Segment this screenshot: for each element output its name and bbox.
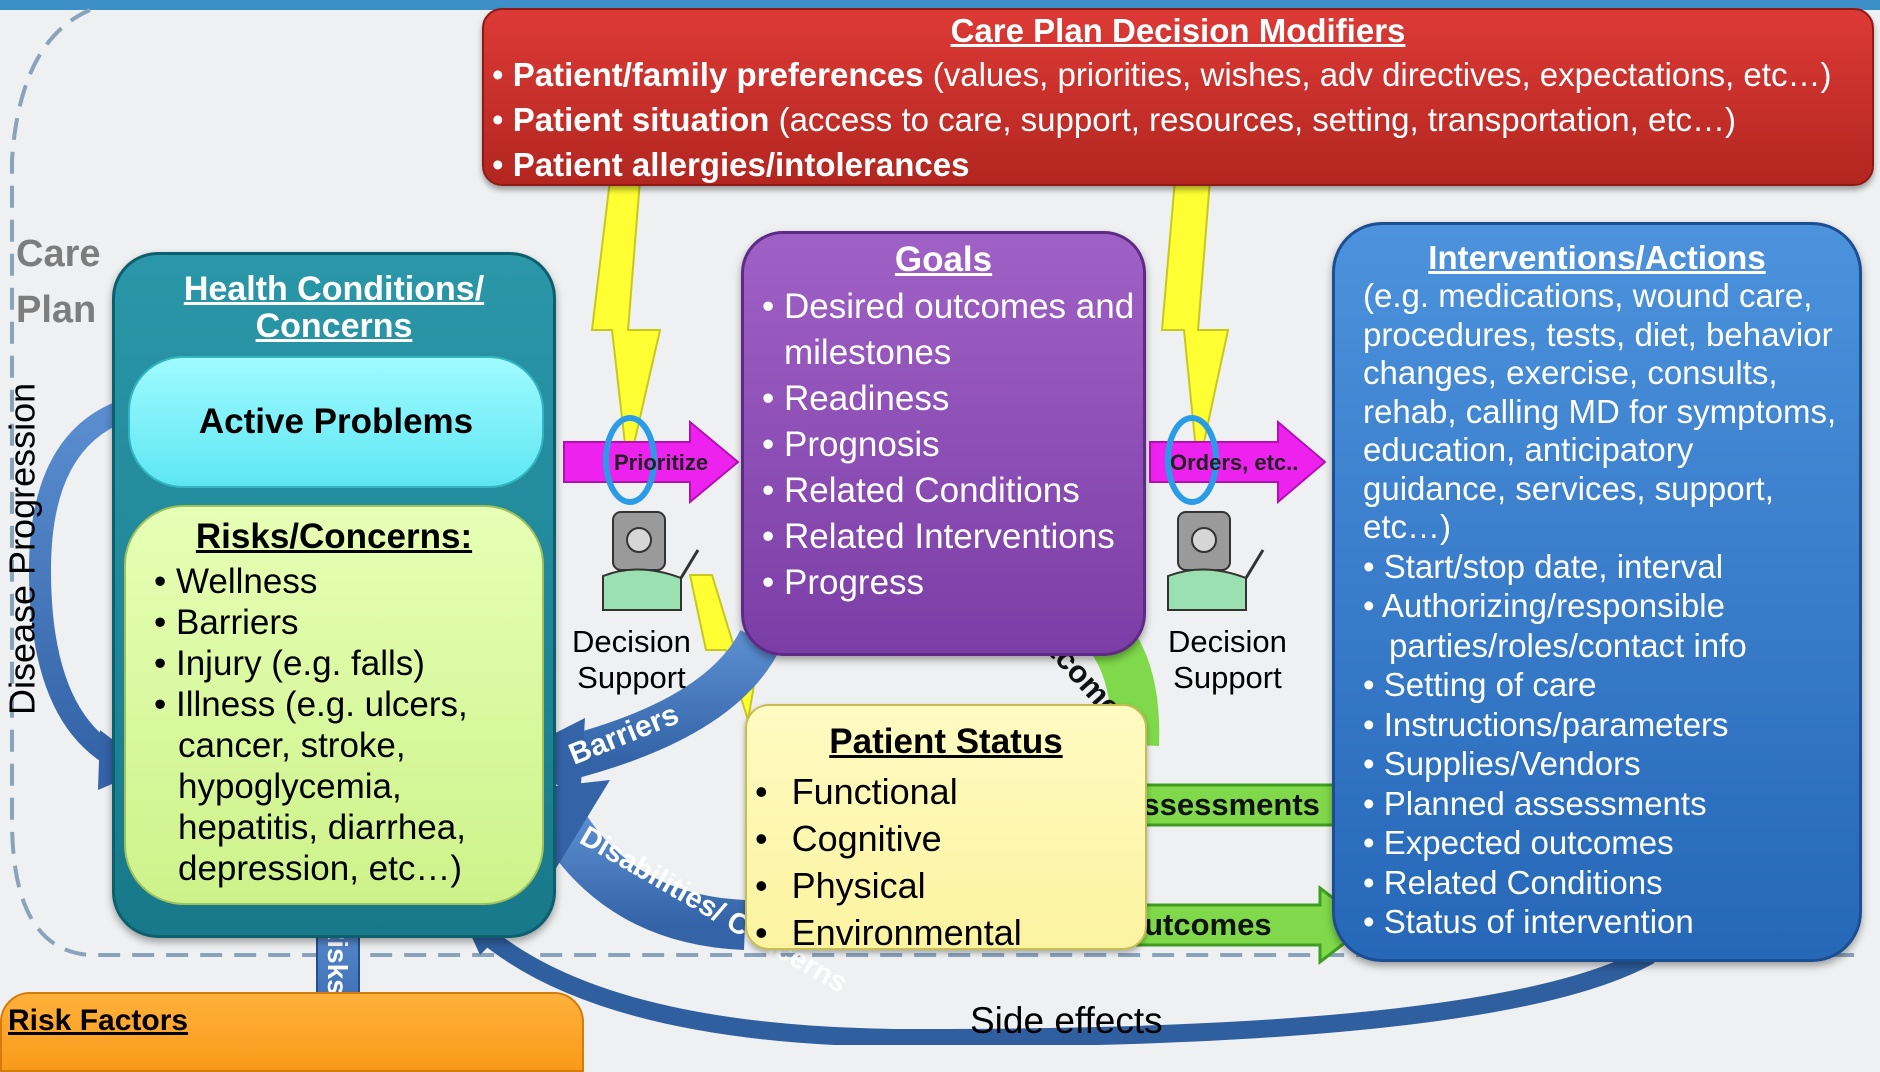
decision-support-figure-right (1167, 511, 1265, 611)
list-item: Supplies/Vendors (1363, 744, 1859, 784)
list-item: Instructions/parameters (1363, 705, 1859, 745)
care-plan-label: Care Plan (16, 233, 101, 331)
list-item: Readiness (762, 376, 1143, 422)
barriers-arrow (554, 629, 780, 782)
active-problems-label: Active Problems (198, 402, 474, 441)
list-item: Related Interventions (762, 514, 1143, 560)
list-item: Progress (762, 560, 1143, 606)
prioritize-label: Prioritize (614, 450, 708, 475)
list-item: Injury (e.g. falls) (154, 643, 542, 684)
health-conditions-title: Health Conditions/ Concerns (183, 270, 485, 345)
assessments-label: Assessments (1120, 787, 1320, 822)
list-item: Barriers (154, 602, 542, 643)
side-effects-arrow (474, 923, 1655, 1045)
interventions-box: Interventions/Actions (e.g. medications,… (1332, 222, 1862, 962)
interventions-list: Start/stop date, interval Authorizing/re… (1335, 547, 1859, 942)
active-problems-box: Active Problems (128, 356, 544, 488)
modifier-item: Patient allergies/intolerances (492, 142, 1872, 187)
prioritize-ring (603, 415, 657, 505)
goals-box: Goals Desired outcomes and milestones Re… (741, 231, 1146, 656)
list-item: Expected outcomes (1363, 823, 1859, 863)
interventions-description: (e.g. medications, wound care, procedure… (1363, 277, 1837, 545)
patient-status-list: Functional Cognitive Physical Environmen… (747, 768, 1145, 956)
decision-modifiers-box: Care Plan Decision Modifiers Patient/fam… (482, 8, 1874, 186)
risks-concerns-box: Risks/Concerns: Wellness Barriers Injury… (124, 505, 544, 905)
decision-modifiers-list: Patient/family preferences (values, prio… (484, 52, 1872, 187)
list-item: Desired outcomes and milestones (762, 284, 1143, 376)
list-item: Wellness (154, 561, 542, 602)
modifier-item: Patient situation (access to care, suppo… (492, 97, 1872, 142)
care-plan-boundary (10, 8, 1860, 957)
list-item: Authorizing/responsible parties/roles/co… (1363, 586, 1859, 665)
risk-factors-box: Risk Factors (0, 992, 584, 1072)
modifier-lightning-left (590, 179, 662, 471)
disease-progression-label: Disease Progression (1, 382, 43, 715)
list-item: Functional (755, 768, 1145, 815)
patient-status-box: Patient Status Functional Cognitive Phys… (745, 704, 1147, 953)
list-item: Illness (e.g. ulcers, cancer, stroke, hy… (154, 684, 542, 889)
list-item: Physical (755, 862, 1145, 909)
list-item: Environmental (755, 909, 1145, 956)
side-effects-label: Side effects (970, 1000, 1163, 1041)
orders-ring (1165, 415, 1219, 505)
orders-label: Orders, etc.. (1170, 450, 1298, 475)
modifier-item: Patient/family preferences (values, prio… (492, 52, 1872, 97)
risks-list: Wellness Barriers Injury (e.g. falls) Il… (126, 561, 542, 889)
disease-progression-arrow (28, 399, 129, 770)
goals-title: Goals (894, 240, 993, 279)
disabilities-arrow (538, 806, 747, 950)
goals-list: Desired outcomes and milestones Readines… (744, 284, 1143, 606)
list-item: Related Conditions (1363, 863, 1859, 903)
list-item: Prognosis (762, 422, 1143, 468)
list-item: Status of intervention (1363, 902, 1859, 942)
interventions-title: Interventions/Actions (1428, 239, 1766, 276)
list-item: Cognitive (755, 815, 1145, 862)
list-item: Setting of care (1363, 665, 1859, 705)
modifier-lightning-right (1160, 179, 1230, 471)
list-item: Planned assessments (1363, 784, 1859, 824)
list-item: Start/stop date, interval (1363, 547, 1859, 587)
patient-status-title: Patient Status (829, 722, 1063, 761)
decision-support-figure-left (602, 511, 700, 611)
decision-modifiers-title: Care Plan Decision Modifiers (950, 12, 1406, 49)
top-accent-bar (0, 0, 1880, 10)
list-item: Related Conditions (762, 468, 1143, 514)
risks-concerns-title: Risks/Concerns: (195, 517, 473, 556)
risk-factors-title: Risk Factors (8, 1004, 189, 1037)
